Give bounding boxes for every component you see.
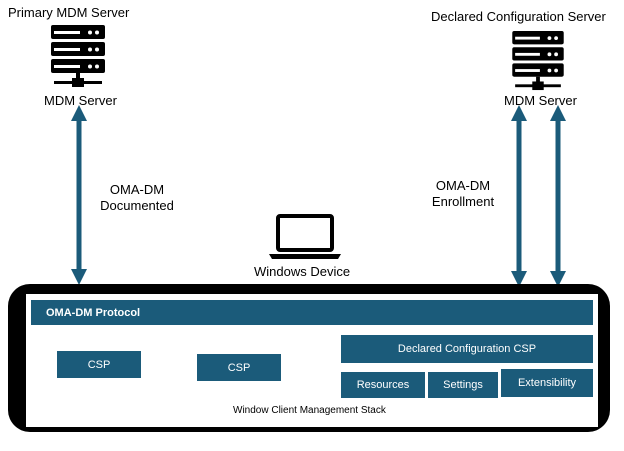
- primary-server-title: Primary MDM Server: [8, 5, 130, 20]
- right-link-label: OMA-DM Enrollment: [425, 178, 501, 210]
- extensibility-box: Extensibility: [501, 369, 593, 397]
- left-link-label-line1: OMA-DM: [109, 182, 165, 197]
- declared-server-title: Declared Configuration Server: [431, 9, 606, 24]
- declared-configuration-csp-box: Declared Configuration CSP: [341, 335, 593, 363]
- resources-box: Resources: [341, 372, 425, 398]
- oma-dm-protocol-bar: OMA-DM Protocol: [31, 300, 593, 325]
- csp-box: CSP: [57, 351, 141, 378]
- right-link-label-line1: OMA-DM: [435, 178, 491, 193]
- laptop-icon: [269, 214, 341, 259]
- left-link-label: OMA-DM Documented: [96, 182, 178, 214]
- primary-server-label: MDM Server: [44, 93, 117, 108]
- declared-server-label: MDM Server: [504, 93, 577, 108]
- csp-box: CSP: [197, 354, 281, 381]
- right-link-label-line2: Enrollment: [431, 194, 495, 209]
- server-icon: [512, 31, 564, 91]
- settings-box: Settings: [428, 372, 498, 398]
- device-label: Windows Device: [254, 264, 351, 279]
- stack-label: Window Client Management Stack: [233, 405, 386, 416]
- left-link-label-line2: Documented: [100, 198, 174, 213]
- server-icon: [51, 25, 105, 87]
